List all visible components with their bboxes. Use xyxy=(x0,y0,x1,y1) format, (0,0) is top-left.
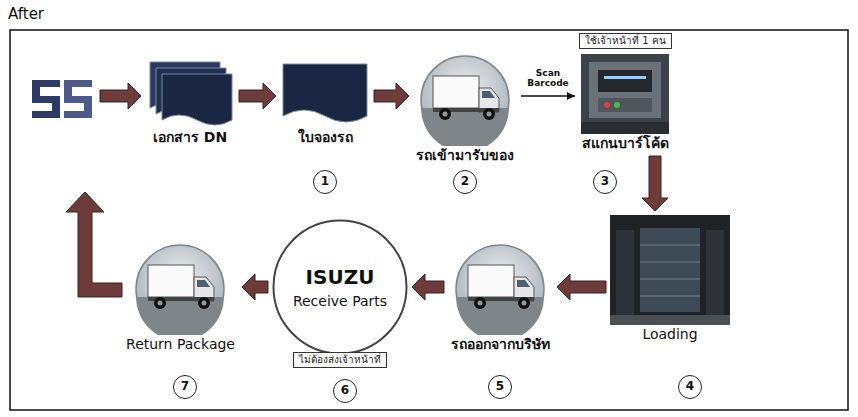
circle-text: ISUZU xyxy=(306,265,375,289)
arrow-head xyxy=(567,92,575,100)
note-box: ไม่ต้องส่งเจ้าหน้าที่ xyxy=(293,352,387,368)
edge-label: Scan Barcode xyxy=(525,68,571,88)
caption: Return Package xyxy=(123,335,238,353)
circle-outline xyxy=(274,221,407,354)
truck-photo xyxy=(456,245,544,341)
caption: รถออกจากบริษัท xyxy=(448,335,553,353)
process-circle: ISUZU Receive Parts xyxy=(272,219,408,355)
picture-node: รถเข้ามารับของ xyxy=(413,54,517,164)
caption: สแกนบาร์โค้ด xyxy=(579,134,672,152)
logo-arrow xyxy=(100,83,141,109)
picture-slot xyxy=(579,54,672,134)
note-box: ใช้เจ้าหน้าที่ 1 คน xyxy=(579,33,672,49)
callout-number: 3 xyxy=(593,170,617,194)
picture-slot xyxy=(280,60,370,128)
picture-slot xyxy=(610,215,730,325)
arrow-line xyxy=(521,95,575,97)
flow-arrow xyxy=(239,83,276,109)
note-text: ใช้เจ้าหน้าที่ 1 คน xyxy=(585,35,666,47)
page-heading: After xyxy=(8,5,44,23)
booking-document xyxy=(283,64,367,122)
block-arrow xyxy=(374,83,409,109)
block-arrow xyxy=(239,83,276,109)
flow-arrow xyxy=(374,83,409,109)
callout-number: 4 xyxy=(678,375,702,399)
caption: เอกสาร DN xyxy=(145,128,235,146)
callout-number: 7 xyxy=(173,375,197,399)
callout-number: 1 xyxy=(313,170,337,194)
truck-photo xyxy=(421,56,509,152)
block-arrow xyxy=(642,156,668,211)
flow-arrow xyxy=(242,274,268,300)
block-arrow xyxy=(412,274,444,300)
circle-text: Receive Parts xyxy=(293,293,387,309)
frame xyxy=(10,30,848,410)
flow-arrow xyxy=(642,156,668,211)
return-loop-arrow xyxy=(66,192,122,297)
loading-photo xyxy=(610,215,730,325)
picture-node: สแกนบาร์โค้ด xyxy=(579,54,672,152)
picture-slot xyxy=(448,243,553,335)
scanner-photo xyxy=(581,54,669,134)
flow-arrow xyxy=(521,92,575,100)
picture-slot xyxy=(145,60,235,128)
picture-node: รถออกจากบริษัท xyxy=(448,243,553,353)
picture-node: เอกสาร DN xyxy=(145,60,235,146)
picture-slot xyxy=(413,54,517,146)
caption: รถเข้ามารับของ xyxy=(413,146,517,164)
note-text: ไม่ต้องส่งเจ้าหน้าที่ xyxy=(299,354,381,366)
flow-arrow xyxy=(557,274,606,300)
truck-photo xyxy=(136,245,224,341)
picture-node: Loading xyxy=(610,215,730,343)
callout-number: 6 xyxy=(333,379,357,403)
caption: Loading xyxy=(610,325,730,343)
callout-number: 2 xyxy=(453,170,477,194)
picture-slot xyxy=(123,243,238,335)
flow-arrow xyxy=(412,274,444,300)
block-arrow xyxy=(557,274,606,300)
picture-node: ใบจองรถ xyxy=(280,60,370,146)
block-arrow xyxy=(242,274,268,300)
company-logo xyxy=(32,80,92,118)
picture-node: Return Package xyxy=(123,243,238,353)
caption: ใบจองรถ xyxy=(280,128,370,146)
callout-number: 5 xyxy=(488,375,512,399)
dn-documents xyxy=(150,62,232,125)
